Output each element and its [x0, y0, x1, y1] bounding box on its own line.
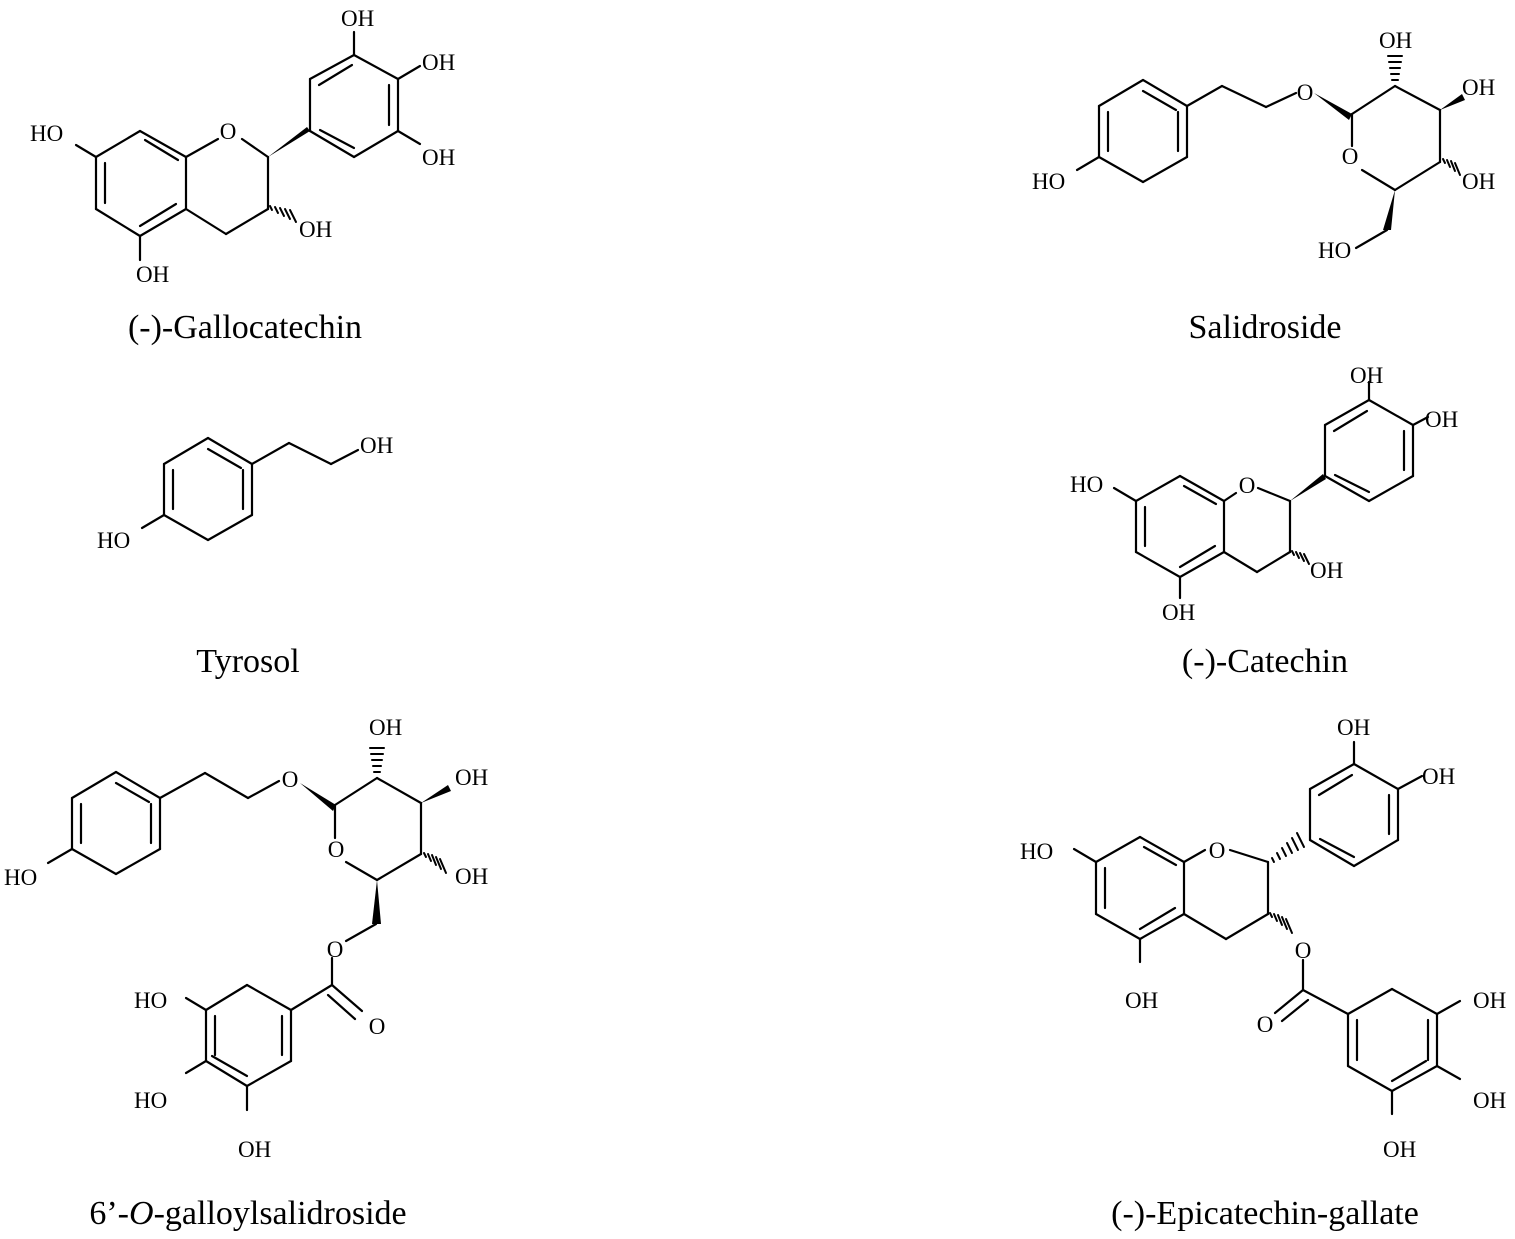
- atom-label: OH: [1422, 764, 1455, 789]
- atom-label: O: [1295, 938, 1312, 963]
- structure-gallocatechin: O HO OH OH OH OH OH (-)-Gallocatechin: [30, 6, 455, 346]
- atom-label: HO: [134, 988, 167, 1013]
- compound-name-epicatechin-gallate: (-)-Epicatechin-gallate: [1111, 1195, 1419, 1232]
- compound-name-catechin: (-)-Catechin: [1182, 643, 1348, 680]
- atom-label: HO: [1032, 169, 1065, 194]
- compound-name-salidroside: Salidroside: [1189, 309, 1342, 346]
- atom-label: OH: [1473, 1088, 1506, 1113]
- atom-label: OH: [455, 765, 488, 790]
- compound-name-tyrosol: Tyrosol: [196, 643, 299, 680]
- atom-label: OH: [1383, 1137, 1416, 1162]
- atom-label: O: [1209, 838, 1226, 863]
- atom-label: HO: [134, 1088, 167, 1113]
- atom-label: OH: [455, 864, 488, 889]
- atom-label: O: [327, 937, 344, 962]
- atom-label: OH: [1425, 407, 1458, 432]
- atom-label: HO: [1318, 238, 1351, 263]
- atom-label: OH: [369, 715, 402, 740]
- atom-label: OH: [299, 217, 332, 242]
- atom-label: OH: [360, 433, 393, 458]
- atom-label: OH: [1462, 75, 1495, 100]
- atom-label: HO: [4, 865, 37, 890]
- atom-label: OH: [422, 145, 455, 170]
- atom-label: OH: [1350, 363, 1383, 388]
- atom-label: O: [1342, 144, 1359, 169]
- atom-label: HO: [1070, 472, 1103, 497]
- structure-epicatechin-gallate: O O O HO OH OH OH OH OH OH (-)-Epicatech…: [1020, 715, 1506, 1232]
- atom-label: O: [220, 119, 237, 144]
- atom-label: O: [1239, 473, 1256, 498]
- structure-salidroside: O O HO OH OH OH HO Salidroside: [1032, 28, 1495, 346]
- atom-label: OH: [1379, 28, 1412, 53]
- structure-galloylsalidroside: O O O O HO OH OH OH HO HO OH 6’-O-galloy…: [4, 715, 488, 1232]
- atom-label: OH: [238, 1137, 271, 1162]
- atom-label: HO: [30, 121, 63, 146]
- atom-label: O: [369, 1014, 386, 1039]
- compound-name-gallocatechin: (-)-Gallocatechin: [128, 309, 362, 346]
- atom-label: HO: [97, 528, 130, 553]
- atom-label: O: [1297, 80, 1314, 105]
- atom-label: O: [282, 767, 299, 792]
- atom-label: OH: [1462, 169, 1495, 194]
- atom-label: OH: [1473, 988, 1506, 1013]
- atom-label: OH: [1125, 988, 1158, 1013]
- atom-label: OH: [422, 50, 455, 75]
- atom-label: O: [328, 837, 345, 862]
- atom-label: OH: [1310, 558, 1343, 583]
- atom-label: HO: [1020, 839, 1053, 864]
- structure-tyrosol: OH HO Tyrosol: [97, 433, 393, 680]
- structure-catechin: O HO OH OH OH OH (-)-Catechin: [1070, 363, 1458, 680]
- atom-label: OH: [1337, 715, 1370, 740]
- atom-label: OH: [136, 262, 169, 287]
- atom-label: O: [1257, 1012, 1274, 1037]
- atom-label: OH: [341, 6, 374, 31]
- atom-label: OH: [1162, 600, 1195, 625]
- compound-name-galloylsalidroside: 6’-O-galloylsalidroside: [89, 1195, 406, 1232]
